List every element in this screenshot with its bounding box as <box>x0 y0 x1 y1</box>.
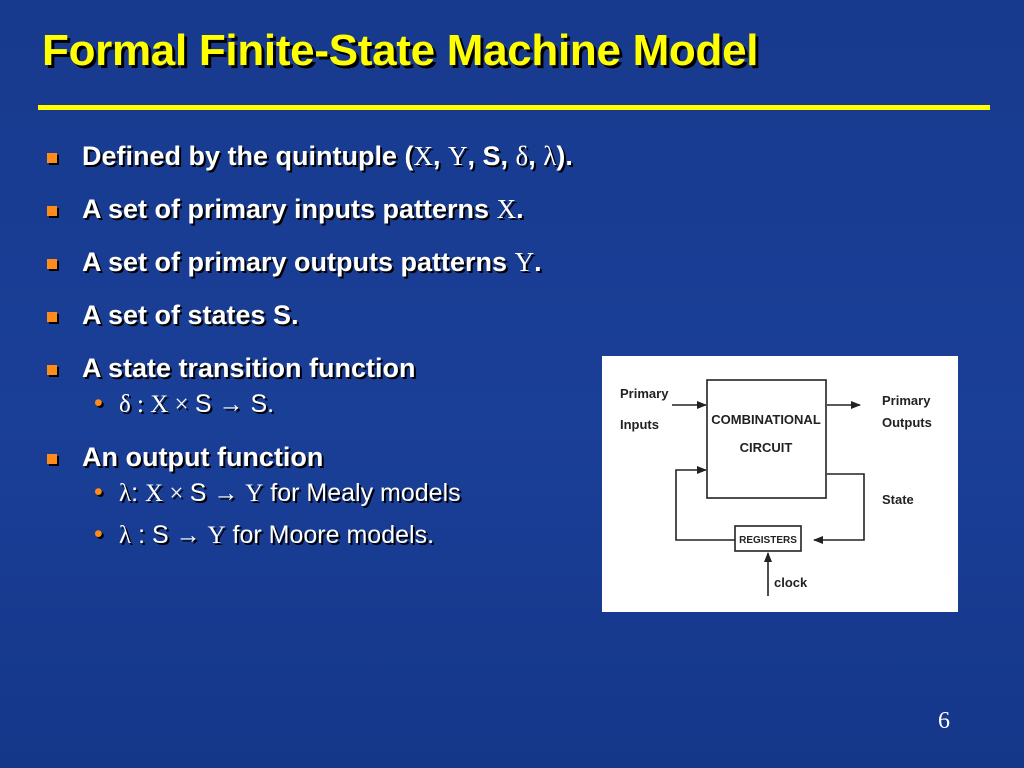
primary-outputs-label-line2: Outputs <box>882 415 932 430</box>
bullet-text: ). <box>556 141 573 171</box>
clock-label: clock <box>774 575 808 590</box>
sub-bullet-text: for Mealy models <box>263 479 461 507</box>
sub-bullet-text <box>201 521 208 549</box>
square-bullet-icon <box>47 153 57 163</box>
symbol-times: × <box>168 391 195 418</box>
bullet-text: Defined by the quintuple ( <box>82 141 414 171</box>
symbol-lambda: λ <box>119 522 132 549</box>
present-state-feedback-line <box>675 466 735 541</box>
bullet-text: , S, <box>467 141 516 171</box>
symbol-y: Y <box>207 522 226 549</box>
registers-box <box>734 525 802 552</box>
symbol-delta: δ <box>515 141 529 171</box>
fsm-block-diagram: COMBINATIONAL CIRCUIT Primary Inputs Pri… <box>602 356 958 612</box>
bullet-text: A set of states S. <box>82 300 299 330</box>
symbol-arrow: → <box>218 391 244 418</box>
bullet-inputs: A set of primary inputs patterns X. <box>44 193 604 225</box>
dot-bullet-icon: • <box>94 389 103 417</box>
symbol-delta: δ <box>119 391 131 418</box>
square-bullet-icon <box>47 259 57 269</box>
square-bullet-icon <box>47 312 57 322</box>
sub-bullet-text: for Moore models. <box>225 521 435 549</box>
combinational-label-line2: CIRCUIT <box>740 440 793 455</box>
title-divider <box>38 105 990 110</box>
bullet-text: , <box>528 141 544 171</box>
next-state-feedback-line <box>813 473 865 544</box>
square-bullet-icon <box>47 206 57 216</box>
primary-outputs-label-line1: Primary <box>882 393 931 408</box>
bullet-outputs: A set of primary outputs patterns Y. <box>44 246 604 278</box>
bullet-text: , <box>433 141 449 171</box>
sub-bullet-text: S <box>194 390 219 418</box>
bullet-output-function: An output function <box>44 441 604 473</box>
symbol-lambda: λ <box>119 480 132 507</box>
symbol-arrow: → <box>213 480 239 507</box>
registers-label: REGISTERS <box>739 535 797 546</box>
primary-inputs-label-line1: Primary <box>620 386 669 401</box>
sub-bullet-text: : <box>131 479 146 507</box>
sub-bullet-mealy: • λ: X × S → Y for Mealy models <box>44 477 604 510</box>
symbol-y: Y <box>245 480 264 507</box>
bullet-text: . <box>516 194 524 224</box>
bullet-transition-function: A state transition function <box>44 352 604 384</box>
state-label: State <box>882 492 914 507</box>
dot-bullet-icon: • <box>94 478 103 506</box>
symbol-arrow: → <box>175 522 201 549</box>
bullet-text: A state transition function <box>82 353 416 383</box>
primary-inputs-label-line2: Inputs <box>620 417 659 432</box>
bullet-quintuple: Defined by the quintuple (X, Y, S, δ, λ)… <box>44 140 604 172</box>
slide-number: 6 <box>938 708 950 734</box>
bullet-list: Defined by the quintuple (X, Y, S, δ, λ)… <box>44 140 604 572</box>
symbol-x: X <box>145 480 164 507</box>
symbol-y: Y <box>514 247 535 277</box>
sub-bullet-delta: • δ : X × S → S. <box>44 388 604 421</box>
symbol-x: X <box>150 391 169 418</box>
sub-bullet-moore: • λ : S → Y for Moore models. <box>44 519 604 552</box>
symbol-x: X <box>496 194 517 224</box>
slide-title: Formal Finite-State Machine Model <box>42 26 759 75</box>
combinational-label-line1: COMBINATIONAL <box>711 412 821 427</box>
symbol-x: X <box>413 141 434 171</box>
bullet-text: An output function <box>82 442 324 472</box>
sub-bullet-text: : S <box>131 521 176 549</box>
bullet-text: . <box>534 247 542 277</box>
symbol-y: Y <box>448 141 468 171</box>
symbol-lambda: λ <box>543 141 557 171</box>
square-bullet-icon <box>47 365 57 375</box>
symbol-times: × <box>163 480 190 507</box>
bullet-states: A set of states S. <box>44 299 604 331</box>
sub-bullet-text: S <box>189 479 214 507</box>
sub-bullet-text: S. <box>243 390 275 418</box>
fsm-diagram-svg: COMBINATIONAL CIRCUIT Primary Inputs Pri… <box>620 379 932 596</box>
symbol-colon: : <box>130 391 151 418</box>
combinational-circuit-box <box>706 379 827 499</box>
bullet-text: A set of primary inputs patterns <box>82 194 497 224</box>
square-bullet-icon <box>47 454 57 464</box>
bullet-text: A set of primary outputs patterns <box>82 247 515 277</box>
dot-bullet-icon: • <box>94 520 103 548</box>
